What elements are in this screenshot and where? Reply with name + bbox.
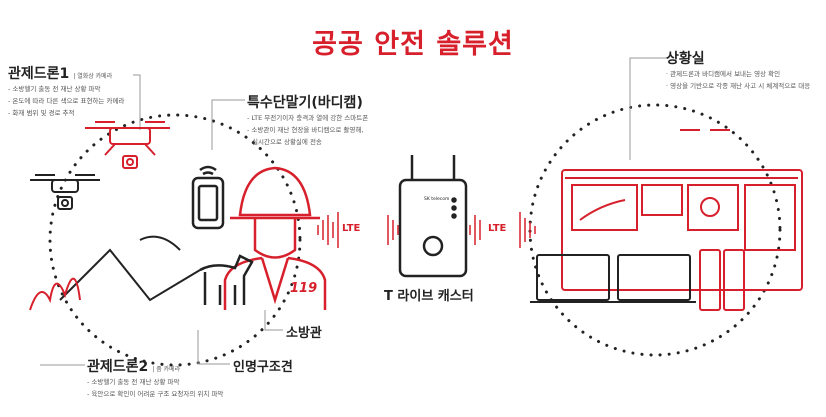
- drone1-title: 관제드론1: [8, 66, 70, 82]
- control-room-devices-icon: [530, 249, 745, 311]
- caster-label: T 라이브 캐스터: [384, 289, 474, 304]
- terrain-fire-icon: [29, 235, 201, 311]
- control-room-item: · 영상을 기반으로 각종 재난 사고 시 체계적으로 대응: [666, 82, 811, 90]
- control-room-item: · 관제드론과 바디캠에서 보내는 영상 확인: [666, 70, 781, 78]
- drone-1-icon: [85, 121, 170, 169]
- drone2-item: - 소방헬기 출동 전 재난 상황 파악: [87, 378, 180, 386]
- drone-2-icon: [30, 174, 100, 210]
- drone1-heading: 관제드론1| 열화상 카메라: [8, 63, 124, 83]
- drone2-subtitle: | 줌 카메라: [152, 366, 181, 373]
- brand-text: SK telecom: [424, 196, 449, 202]
- page-title: 공공 안전 솔루션: [312, 29, 514, 60]
- right-dotted-circle: [528, 103, 782, 357]
- drone1-callout: 관제드론1| 열화상 카메라 - 소방헬기 출동 전 재난 상황 파악 - 온도…: [8, 63, 124, 119]
- drone1-item: - 소방헬기 출동 전 재난 상황 파악: [8, 85, 101, 93]
- drone2-callout: 관제드론2| 줌 카메라 - 소방헬기 출동 전 재난 상황 파악 - 육안으로…: [87, 356, 223, 400]
- drone1-item: - 화재 범위 및 경로 추적: [8, 109, 75, 117]
- firefighter-icon: [223, 166, 327, 310]
- rescue-dog-icon: [199, 254, 254, 305]
- left-dotted-circle: [48, 113, 302, 367]
- rescue-dog-label: 인명구조견: [233, 360, 293, 375]
- signal-waves-left: [317, 212, 399, 248]
- badge-119: 119: [290, 281, 317, 296]
- lte-label-left: LTE: [342, 223, 361, 234]
- drone1-item: - 온도에 따라 다른 색으로 표현하는 카메라: [8, 97, 125, 105]
- drone2-heading: 관제드론2| 줌 카메라: [87, 356, 223, 376]
- leader-lines: [40, 57, 668, 366]
- bodycam-icon: [191, 165, 225, 230]
- t-live-caster-icon: [398, 155, 468, 278]
- drone2-item: - 육안으로 확인이 어려운 구조 요청자의 위치 파악: [87, 390, 224, 398]
- drone2-title: 관제드론2: [87, 359, 149, 375]
- lte-label-right: LTE: [488, 223, 507, 234]
- bodycam-callout: 특수단말기(바디캠) - LTE 무전기이자 충격과 열에 강한 스마트폰 - …: [247, 92, 368, 148]
- firefighter-label: 소방관: [286, 326, 322, 341]
- bodycam-item: - LTE 무전기이자 충격과 열에 강한 스마트폰: [247, 114, 369, 122]
- bodycam-item: 실시간으로 상황실에 전송: [252, 138, 322, 146]
- control-room-title: 상황실: [666, 51, 705, 67]
- control-room-screens-icon: [561, 129, 803, 291]
- control-room-callout: 상황실 · 관제드론과 바디캠에서 보내는 영상 확인 · 영상을 기반으로 각…: [666, 48, 810, 92]
- bodycam-item: - 소방관이 재난 현장을 바디캠으로 촬영해,: [247, 126, 364, 134]
- drone1-subtitle: | 열화상 카메라: [73, 73, 113, 80]
- signal-waves-right: [469, 212, 536, 248]
- bodycam-title: 특수단말기(바디캠): [247, 95, 363, 111]
